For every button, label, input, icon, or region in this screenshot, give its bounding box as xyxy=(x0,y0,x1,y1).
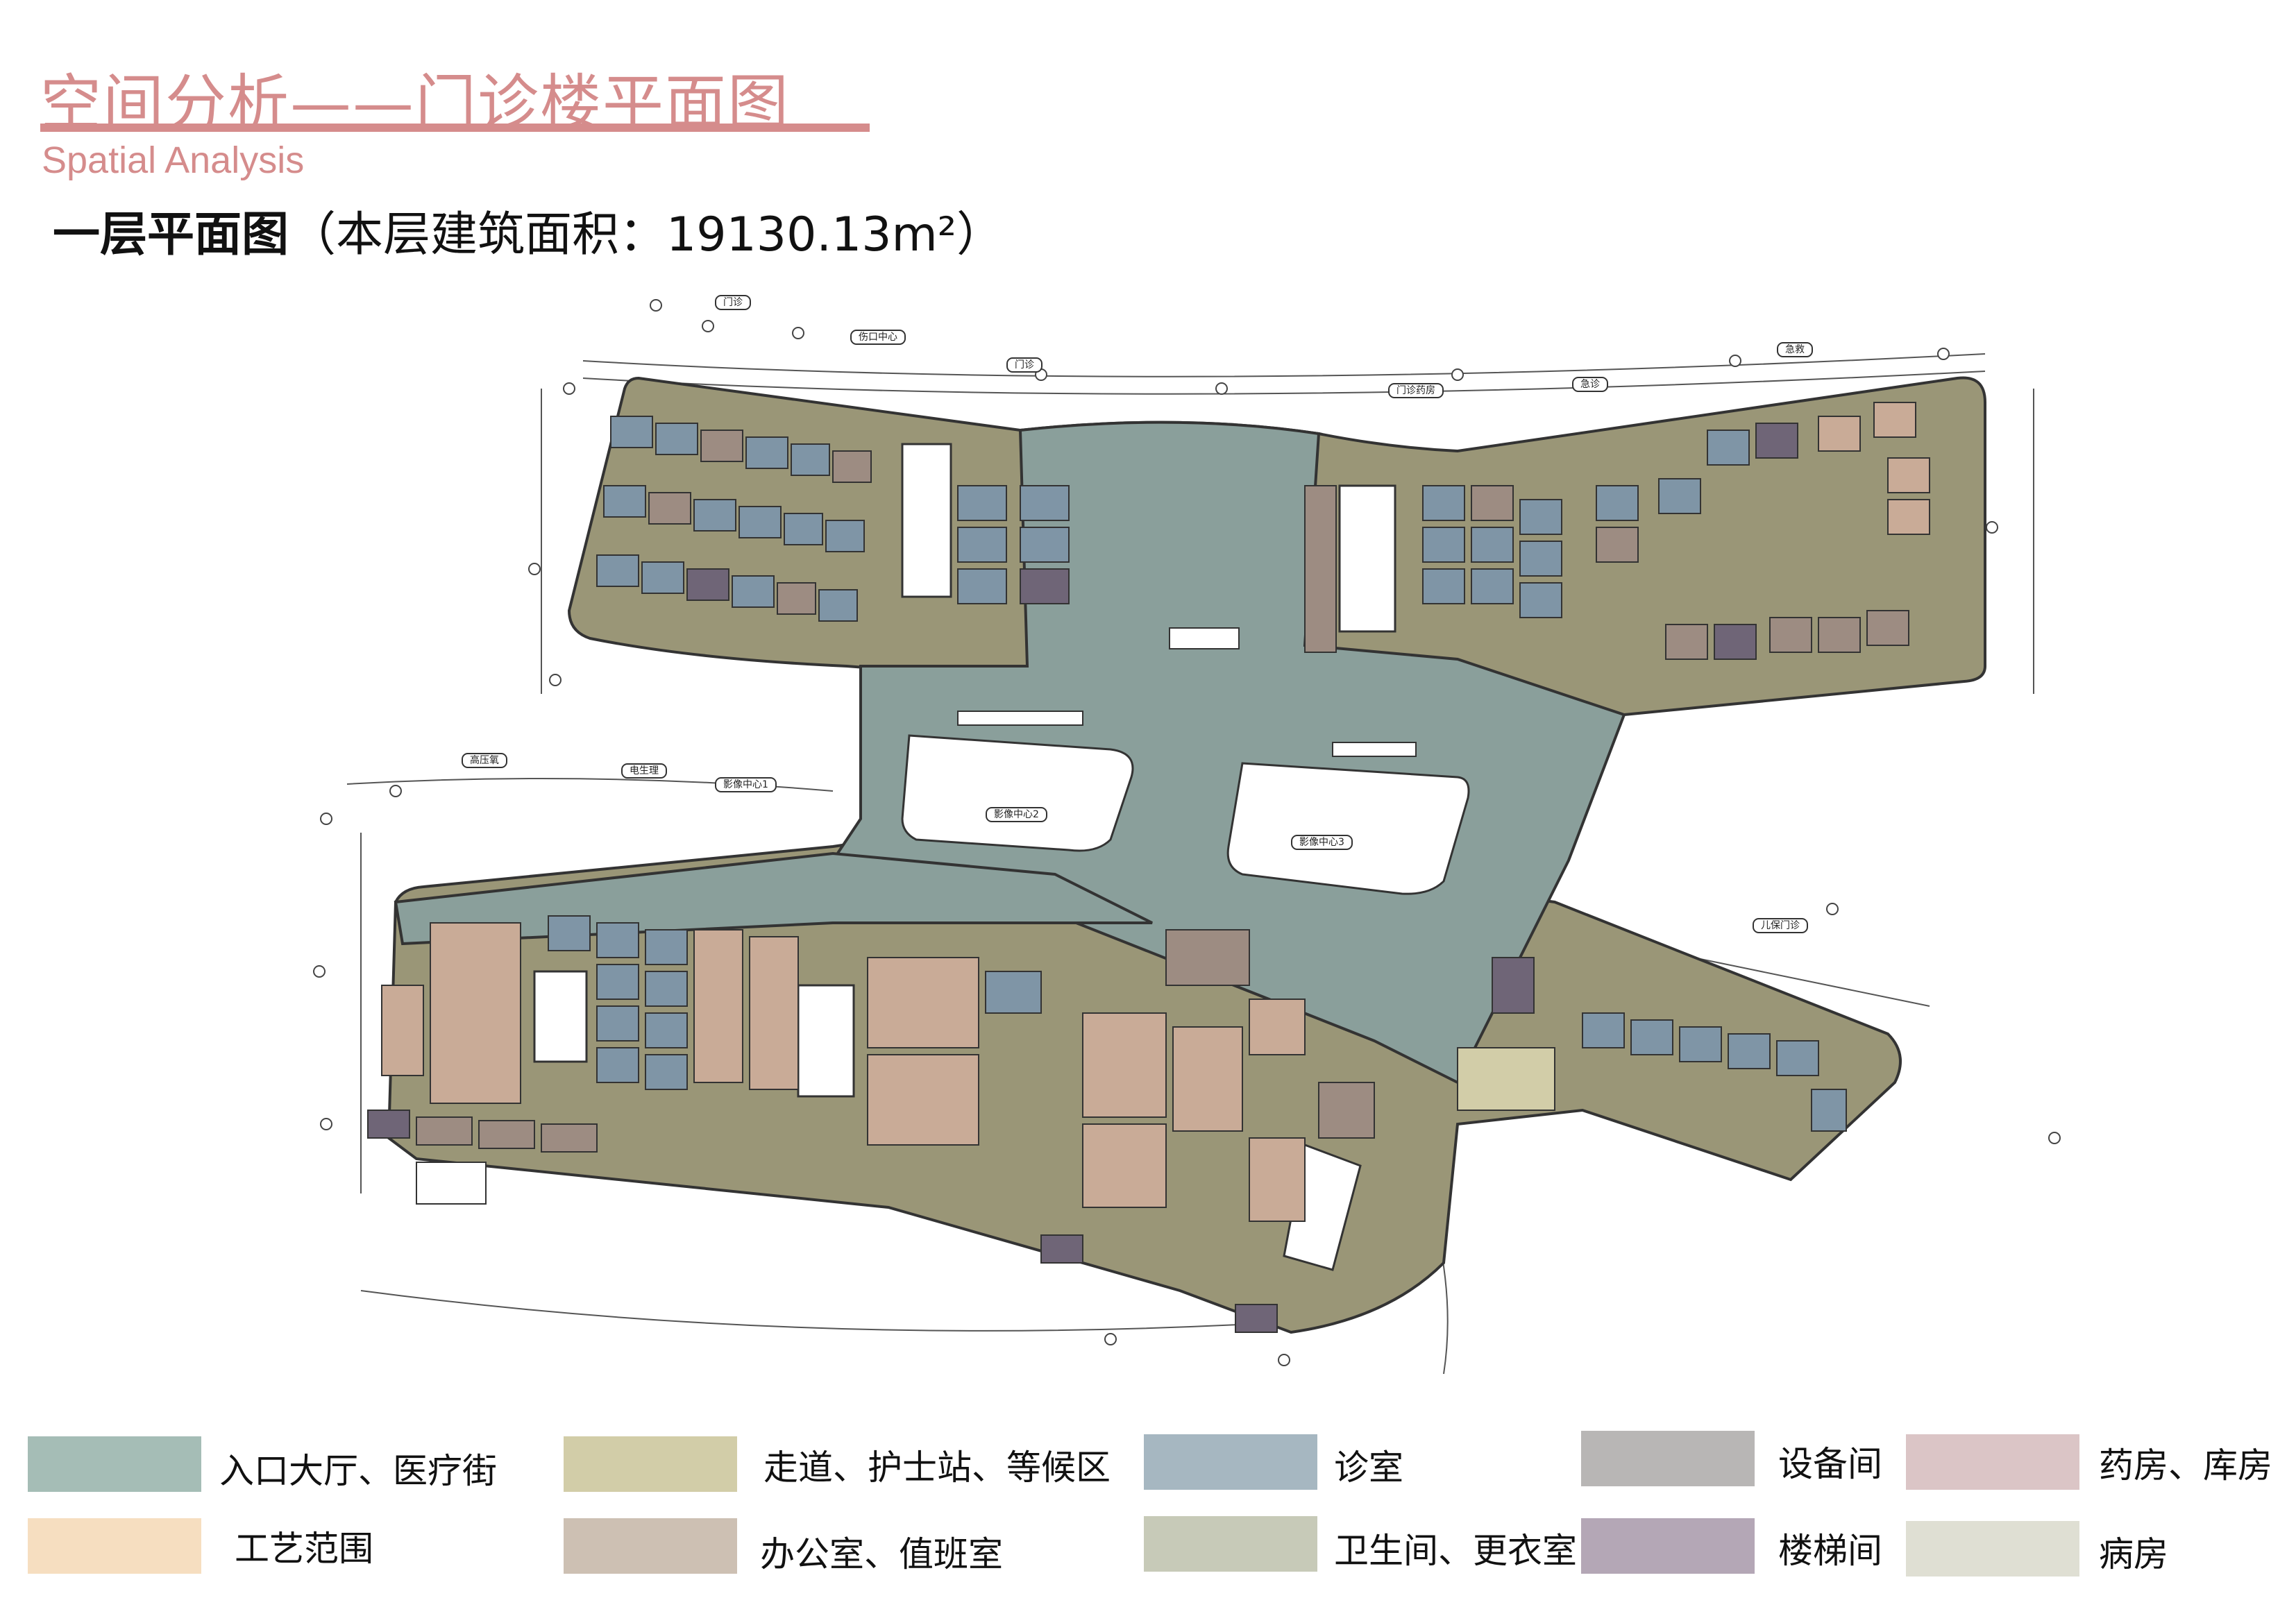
floor-name: 一层平面图 xyxy=(53,207,289,262)
zone-label-child-health: 儿保门诊 xyxy=(1753,918,1808,933)
zone-label-imaging-1: 影像中心1 xyxy=(715,777,777,792)
north-rooms xyxy=(596,402,1930,660)
legend-swatch-equipment xyxy=(1581,1431,1755,1486)
title-underline xyxy=(40,124,870,132)
floor-plan-drawing: 门诊 伤口中心 门诊 门诊药房 急诊 急救 高压氧 电生理 影像中心1 影像中心… xyxy=(313,295,2061,1375)
zone-label-pharmacy: 门诊药房 xyxy=(1388,383,1444,398)
legend-swatch-office xyxy=(564,1518,737,1574)
zone-label-electrophysiology: 电生理 xyxy=(621,763,667,779)
legend-swatch-restroom xyxy=(1144,1516,1317,1572)
legend-label-corridor: 走道、护士站、等候区 xyxy=(763,1447,1111,1488)
legend-label-process: 工艺范围 xyxy=(235,1529,373,1569)
legend-swatch-stairwell xyxy=(1581,1518,1755,1574)
floor-area: （本层建筑面积：19130.13m²） xyxy=(289,207,1004,262)
zone-label-wound-center: 伤口中心 xyxy=(850,330,906,345)
north-wing-zone-labels: 门诊 伤口中心 门诊 门诊药房 急诊 急救 xyxy=(715,295,1813,398)
legend-label-consulting: 诊室 xyxy=(1334,1447,1403,1488)
south-wing-zone-labels: 高压氧 电生理 影像中心1 影像中心2 影像中心3 儿保门诊 xyxy=(462,753,1808,933)
zone-label-outpatient-2: 门诊 xyxy=(1006,357,1043,373)
zone-label-outpatient-1: 门诊 xyxy=(715,295,751,310)
south-rooms xyxy=(367,915,1847,1333)
legend-swatch-ward xyxy=(1906,1521,2079,1577)
zone-label-imaging-3: 影像中心3 xyxy=(1291,835,1353,850)
legend-swatch-pharmacy xyxy=(1906,1434,2079,1490)
legend-label-office: 办公室、值班室 xyxy=(760,1534,1003,1574)
legend-label-equipment: 设备间 xyxy=(1778,1444,1882,1484)
page-subtitle: Spatial Analysis xyxy=(42,139,305,181)
courtyards xyxy=(533,443,1470,1271)
legend-label-pharmacy: 药房、库房 xyxy=(2099,1445,2272,1486)
entrance-stairs xyxy=(416,627,1417,1205)
zone-label-imaging-2: 影像中心2 xyxy=(986,807,1047,822)
legend-label-stairwell: 楼梯间 xyxy=(1778,1531,1882,1571)
zone-label-emergency-dept: 急诊 xyxy=(1572,377,1608,392)
legend-label-restroom: 卫生间、更衣室 xyxy=(1334,1531,1577,1571)
legend-label-ward: 病房 xyxy=(2099,1534,2168,1574)
legend-swatch-consulting xyxy=(1144,1434,1317,1490)
floor-plan-heading: 一层平面图（本层建筑面积：19130.13m²） xyxy=(53,196,1004,264)
zone-label-hyperbaric-oxygen: 高压氧 xyxy=(462,753,507,768)
legend-swatch-hall xyxy=(28,1436,201,1492)
legend-label-hall: 入口大厅、医疗街 xyxy=(219,1451,497,1491)
zone-label-emergency-care: 急救 xyxy=(1777,342,1813,357)
legend-swatch-corridor xyxy=(564,1436,737,1492)
building-footprint xyxy=(387,376,1986,1334)
legend-swatch-process xyxy=(28,1518,201,1574)
